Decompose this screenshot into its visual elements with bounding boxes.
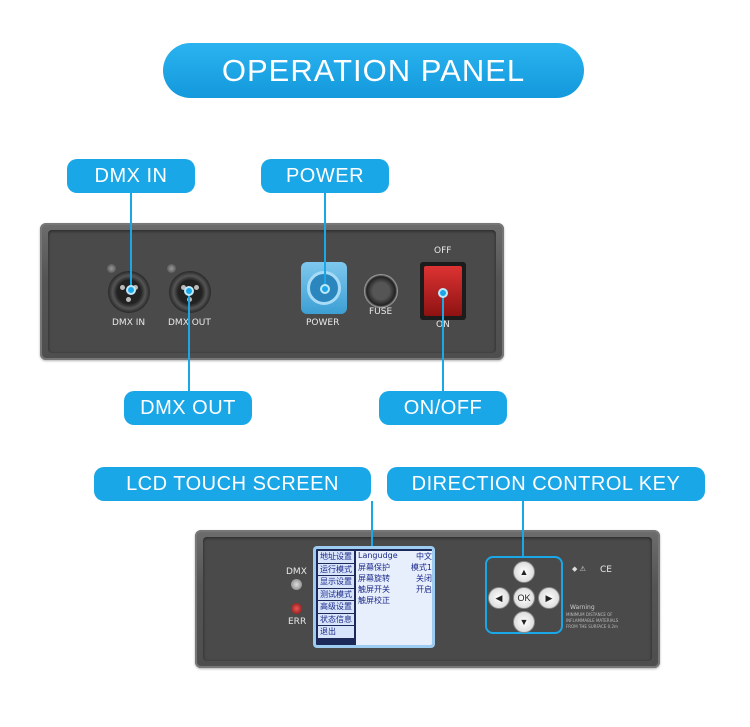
down-arrow-icon: ▼ <box>519 617 529 627</box>
fuse-text: FUSE <box>369 307 393 317</box>
lcd-row[interactable]: 触屏开关开启 <box>358 585 432 594</box>
dmx-led <box>291 579 302 590</box>
err-led-text: ERR <box>288 617 307 627</box>
ok-key-label: OK <box>517 593 531 603</box>
dmx-out-label: DMX OUT <box>124 391 252 425</box>
lcd-touch-screen-label: LCD TOUCH SCREEN <box>94 467 371 501</box>
up-arrow-icon: ▲ <box>519 567 529 577</box>
lcd-menu-item[interactable]: 运行模式 <box>318 563 354 575</box>
direction-key-group <box>485 556 563 634</box>
lcd-menu-item[interactable]: 地址设置 <box>318 551 354 563</box>
ce-mark: CE <box>600 565 612 575</box>
lcd-row[interactable]: 屏幕旋转关闭 <box>358 574 432 583</box>
on-off-label: ON/OFF <box>379 391 507 425</box>
warning-symbol-icon: ◆ ⚠ <box>572 565 586 573</box>
lcd-menu-item[interactable]: 状态信息 <box>318 613 354 625</box>
lcd-row[interactable]: 屏幕保护模式1 <box>358 563 432 572</box>
lcd-menu-item[interactable]: 显示设置 <box>318 576 354 588</box>
lcd-menu-item[interactable]: 高级设置 <box>318 601 354 613</box>
right-arrow-icon: ▶ <box>545 592 553 603</box>
up-key[interactable]: ▲ <box>513 561 535 583</box>
dmx-in-label: DMX IN <box>67 159 195 193</box>
down-key[interactable]: ▼ <box>513 611 535 633</box>
page-title: OPERATION PANEL <box>163 43 584 98</box>
lcd-menu-item[interactable]: 测试模式 <box>318 588 354 600</box>
left-arrow-icon: ◀ <box>495 592 503 603</box>
err-led <box>291 603 302 614</box>
dmx-in-text: DMX IN <box>112 318 146 328</box>
dmx-led-text: DMX <box>286 567 307 577</box>
direction-control-key-label: DIRECTION CONTROL KEY <box>387 467 705 501</box>
power-text: POWER <box>306 318 340 328</box>
fuse-holder[interactable] <box>364 274 398 308</box>
power-label: POWER <box>261 159 389 193</box>
warning-title: Warning <box>570 604 595 611</box>
ok-key[interactable]: OK <box>513 587 535 609</box>
lcd-touch-screen[interactable]: 地址设置 运行模式 显示设置 测试模式 高级设置 状态信息 退出 Langudg… <box>313 546 435 648</box>
lcd-row[interactable]: 触屏校正 <box>358 596 390 605</box>
lcd-menu-item[interactable]: 退出 <box>318 626 354 638</box>
warning-text: MINIMUM DISTANCE OF INFLAMMABLE MATERIAL… <box>566 612 619 629</box>
off-text: OFF <box>434 246 452 256</box>
dmx-in-connector[interactable] <box>108 271 150 313</box>
right-key[interactable]: ▶ <box>538 587 560 609</box>
left-key[interactable]: ◀ <box>488 587 510 609</box>
